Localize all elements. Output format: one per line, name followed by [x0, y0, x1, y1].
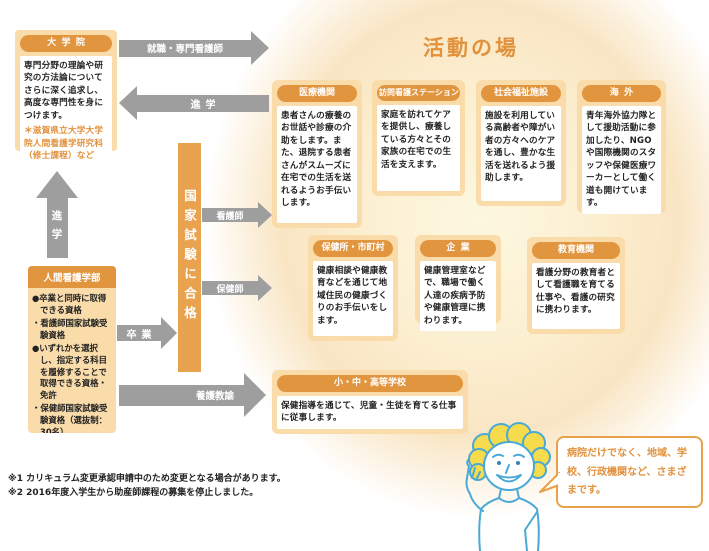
arrow-graduation-label: 卒業 [126, 329, 157, 341]
workplace-body: 施設を利用している高齢者や障がい者の方々へのケアを通し、豊かな生活を送れるよう援… [481, 106, 561, 201]
workplace-body: 患者さんの療養のお世話や診療の介助をします。また、退院する患者さんがスムーズに在… [277, 106, 357, 223]
footnote-2: ※2 2016年度入学生から助産師課程の募集を停止しました。 [8, 488, 259, 499]
faculty-card: 人間看護学部 ●卒業と同時に取得できる資格 ・看護師国家試験受験資格 ●いずれか… [28, 266, 116, 433]
arrow-right-icon [258, 275, 272, 301]
workplace-card-company: 企業 健康管理室などで、職場で働く人達の疾病予防や健康管理に携わります。 [415, 235, 501, 332]
arrow-school-nurse-teacher: 養護教諭 [119, 373, 266, 417]
arrow-right-icon [244, 373, 266, 417]
workplace-card-medical: 医療機関 患者さんの療養のお世話や診療の介助をします。また、退院する患者さんがス… [272, 80, 362, 228]
arrow-right-icon [258, 202, 272, 228]
workplace-title: 保健所・市町村 [313, 240, 393, 257]
footnotes: ※1 カリキュラム変更承認申請中のため変更となる場合があります。 ※2 2016… [8, 472, 338, 501]
arrow-graduation: 卒業 [117, 317, 177, 349]
arrow-public-health-nurse: 保健師 [202, 275, 272, 301]
workplace-card-schools: 小・中・高等学校 保健指導を通じて、児童・生徒を育てる仕事に従事します。 [272, 370, 468, 434]
national-exam-bar: 国家試験に合格 [178, 143, 201, 372]
speech-bubble-tail [539, 472, 560, 493]
workplace-title: 海外 [582, 85, 661, 102]
arrow-nurse-label: 看護師 [216, 211, 244, 222]
workplace-body: 看護分野の教育者として看護職を育てる仕事や、看護の研究に携わります。 [532, 263, 620, 329]
workplace-card-education: 教育機関 看護分野の教育者として看護職を育てる仕事や、看護の研究に携わります。 [527, 237, 625, 334]
workplace-title: 小・中・高等学校 [277, 375, 463, 392]
faculty-item: ・看護師国家試験受験資格 [32, 317, 108, 340]
mascot-illustration [465, 422, 551, 551]
workplace-body: 家庭を訪れてケアを提供し、療養している方々とその家族の在宅での生活を支えます。 [377, 105, 460, 191]
workplace-card-visiting-nurse-station: 訪問看護ステーション 家庭を訪れてケアを提供し、療養している方々とその家族の在宅… [372, 80, 465, 196]
national-exam-label: 国家試験に合格 [182, 189, 197, 326]
grad-school-title: 大学院 [20, 35, 112, 52]
workplace-title: 教育機関 [532, 242, 620, 259]
arrow-nurse: 看護師 [202, 202, 272, 228]
speech-bubble-text: 病院だけでなく、地域、学校、行政機関など、さまざまです。 [567, 448, 687, 496]
grad-school-note: ＊滋賀県立大学大学院人間看護学研究科（修士課程）など [24, 126, 104, 162]
workplace-title: 医療機関 [277, 85, 357, 102]
grad-school-card: 大学院 専門分野の理論や研究の方法論についてさらに深く追求し、高度な専門性を身に… [15, 30, 117, 167]
grad-school-body: 専門分野の理論や研究の方法論についてさらに深く追求し、高度な専門性を身につけます… [20, 56, 112, 167]
workplace-card-health-center: 保健所・市町村 健康相談や健康教育などを通じて地域住民の健康づくりのお手伝いをし… [308, 235, 398, 341]
arrow-school-nurse-label: 養護教諭 [195, 391, 234, 402]
workplace-body: 健康管理室などで、職場で働く人達の疾病予防や健康管理に携わります。 [420, 261, 496, 332]
grad-school-description: 専門分野の理論や研究の方法論についてさらに深く追求し、高度な専門性を身につけます… [24, 61, 104, 121]
workplace-card-social-welfare: 社会福祉施設 施設を利用している高齢者や障がい者の方々へのケアを通し、豊かな生活… [476, 80, 566, 206]
speech-bubble: 病院だけでなく、地域、学校、行政機関など、さまざまです。 [539, 436, 703, 508]
arrow-employment-label: 就職・専門看護師 [146, 44, 223, 55]
arrow-left-icon [119, 86, 137, 120]
arrow-up-icon [36, 171, 78, 198]
faculty-item: ●いずれかを選択し、指定する科目を履修することで取得できる資格・免許 [32, 342, 107, 401]
footnote-1: ※1 カリキュラム変更承認申請中のため変更となる場合があります。 [8, 474, 286, 484]
arrow-advance-label: 進学 [190, 99, 221, 111]
workplace-body: 青年海外協力隊として援助活動に参加したり、NGOや国際機関のスタッフや保健医療ワ… [582, 106, 661, 214]
faculty-title: 人間看護学部 [28, 266, 116, 288]
arrow-advance-up: 進学 [36, 171, 78, 258]
workplace-card-overseas: 海外 青年海外協力隊として援助活動に参加したり、NGOや国際機関のスタッフや保健… [577, 80, 666, 214]
arrow-advance-up-label: 進学 [50, 209, 63, 247]
workplace-body: 健康相談や健康教育などを通じて地域住民の健康づくりのお手伝いをします。 [313, 261, 393, 336]
arrow-right-icon [251, 31, 269, 65]
arrow-right-icon [161, 317, 177, 349]
page-title: 活動の場 [423, 36, 519, 60]
faculty-body: ●卒業と同時に取得できる資格 ・看護師国家試験受験資格 ●いずれかを選択し、指定… [28, 288, 116, 433]
workplace-title: 企業 [420, 240, 496, 257]
workplace-title: 訪問看護ステーション [377, 85, 460, 101]
arrow-public-health-nurse-label: 保健師 [216, 284, 244, 295]
workplace-title: 社会福祉施設 [481, 85, 561, 102]
arrow-advance-to-grad: 進学 [119, 86, 269, 120]
workplace-body: 保健指導を通じて、児童・生徒を育てる仕事に従事します。 [277, 396, 463, 429]
arrow-employment-specialist-nurse: 就職・専門看護師 [119, 31, 269, 65]
faculty-item: ●卒業と同時に取得できる資格 [32, 293, 107, 315]
faculty-item: ・保健師国家試験受験資格（選抜制：30名） [32, 403, 108, 433]
